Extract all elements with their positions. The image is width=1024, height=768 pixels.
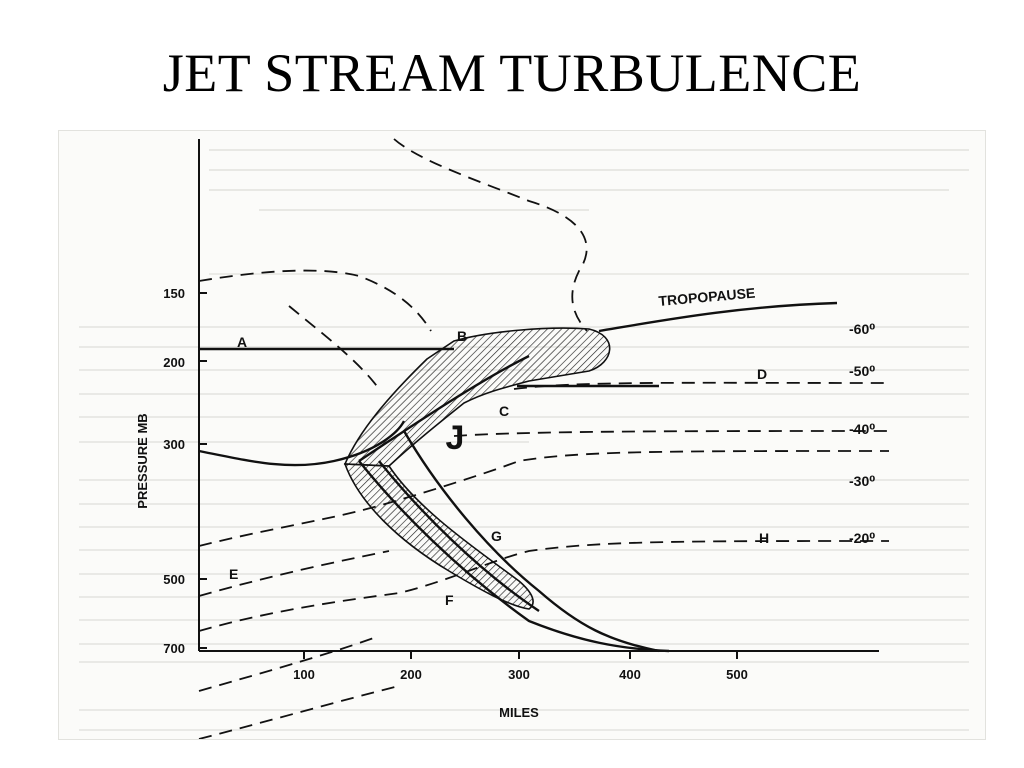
mile-tick-500: 500 xyxy=(726,667,748,682)
pressure-tick-300: 300 xyxy=(163,437,185,452)
jet-core-upper xyxy=(358,354,530,462)
mile-tick-labels: 100 200 300 400 500 xyxy=(293,667,748,682)
isotherm-upper-s xyxy=(393,138,588,332)
pressure-tick-150: 150 xyxy=(163,286,185,301)
region-label-d: D xyxy=(757,366,767,382)
isotherm-50 xyxy=(513,381,890,390)
mile-tick-200: 200 xyxy=(400,667,422,682)
isotherm-30 xyxy=(198,450,890,547)
isotherm-label-minus-30: -30⁰ xyxy=(849,473,875,489)
isotherm-label-minus-50: -50⁰ xyxy=(849,363,875,379)
isotherm-labels: -60⁰ -50⁰ -40⁰ -30⁰ -20⁰ xyxy=(849,321,875,546)
jet-stream-cross-section-figure: 150 200 300 500 700 100 200 300 400 500 … xyxy=(58,130,986,740)
bleed-through-text xyxy=(79,149,969,731)
tropopause-line xyxy=(198,420,406,467)
isotherm-hook xyxy=(288,305,380,390)
x-axis-title: MILES xyxy=(499,705,539,720)
region-label-g: G xyxy=(491,528,502,544)
isotherm-60 xyxy=(198,269,432,332)
jet-core-symbol: J xyxy=(446,419,465,457)
jet-slope-line-1 xyxy=(358,460,670,653)
pressure-tick-200: 200 xyxy=(163,355,185,370)
region-labels: A B C D E F G H xyxy=(229,328,769,608)
jet-slope-line-3 xyxy=(378,460,540,612)
region-label-f: F xyxy=(445,592,454,608)
isotherm-20 xyxy=(198,540,890,632)
region-label-b: B xyxy=(457,328,467,344)
region-label-a: A xyxy=(237,334,247,350)
tropopause-label: TROPOPAUSE xyxy=(658,285,756,309)
y-axis-title: PRESSURE MB xyxy=(135,413,150,508)
upper-turbulence-zone xyxy=(343,327,611,467)
region-label-c: C xyxy=(499,403,509,419)
cross-section-svg: 150 200 300 500 700 100 200 300 400 500 … xyxy=(79,138,969,740)
region-label-e: E xyxy=(229,566,238,582)
axes xyxy=(198,139,879,659)
isotherm-40 xyxy=(453,430,890,437)
pressure-tick-labels: 150 200 300 500 700 xyxy=(163,286,185,656)
isotherm-low-1 xyxy=(198,635,380,692)
isotherm-label-minus-60: -60⁰ xyxy=(849,321,875,337)
tropopause-upper-line xyxy=(598,301,838,333)
jet-slope-line-2 xyxy=(402,430,660,653)
isotherm-lines xyxy=(198,138,890,740)
mile-tick-300: 300 xyxy=(508,667,530,682)
isotherm-mid xyxy=(198,550,390,597)
mile-tick-400: 400 xyxy=(619,667,641,682)
isotherm-low-2 xyxy=(198,685,400,740)
slide-title: JET STREAM TURBULENCE xyxy=(162,43,862,103)
region-label-h: H xyxy=(759,530,769,546)
pressure-tick-500: 500 xyxy=(163,572,185,587)
isotherm-label-minus-20: -20⁰ xyxy=(849,530,875,546)
mile-tick-100: 100 xyxy=(293,667,315,682)
isotherm-label-minus-40: -40⁰ xyxy=(849,421,875,437)
pressure-tick-700: 700 xyxy=(163,641,185,656)
